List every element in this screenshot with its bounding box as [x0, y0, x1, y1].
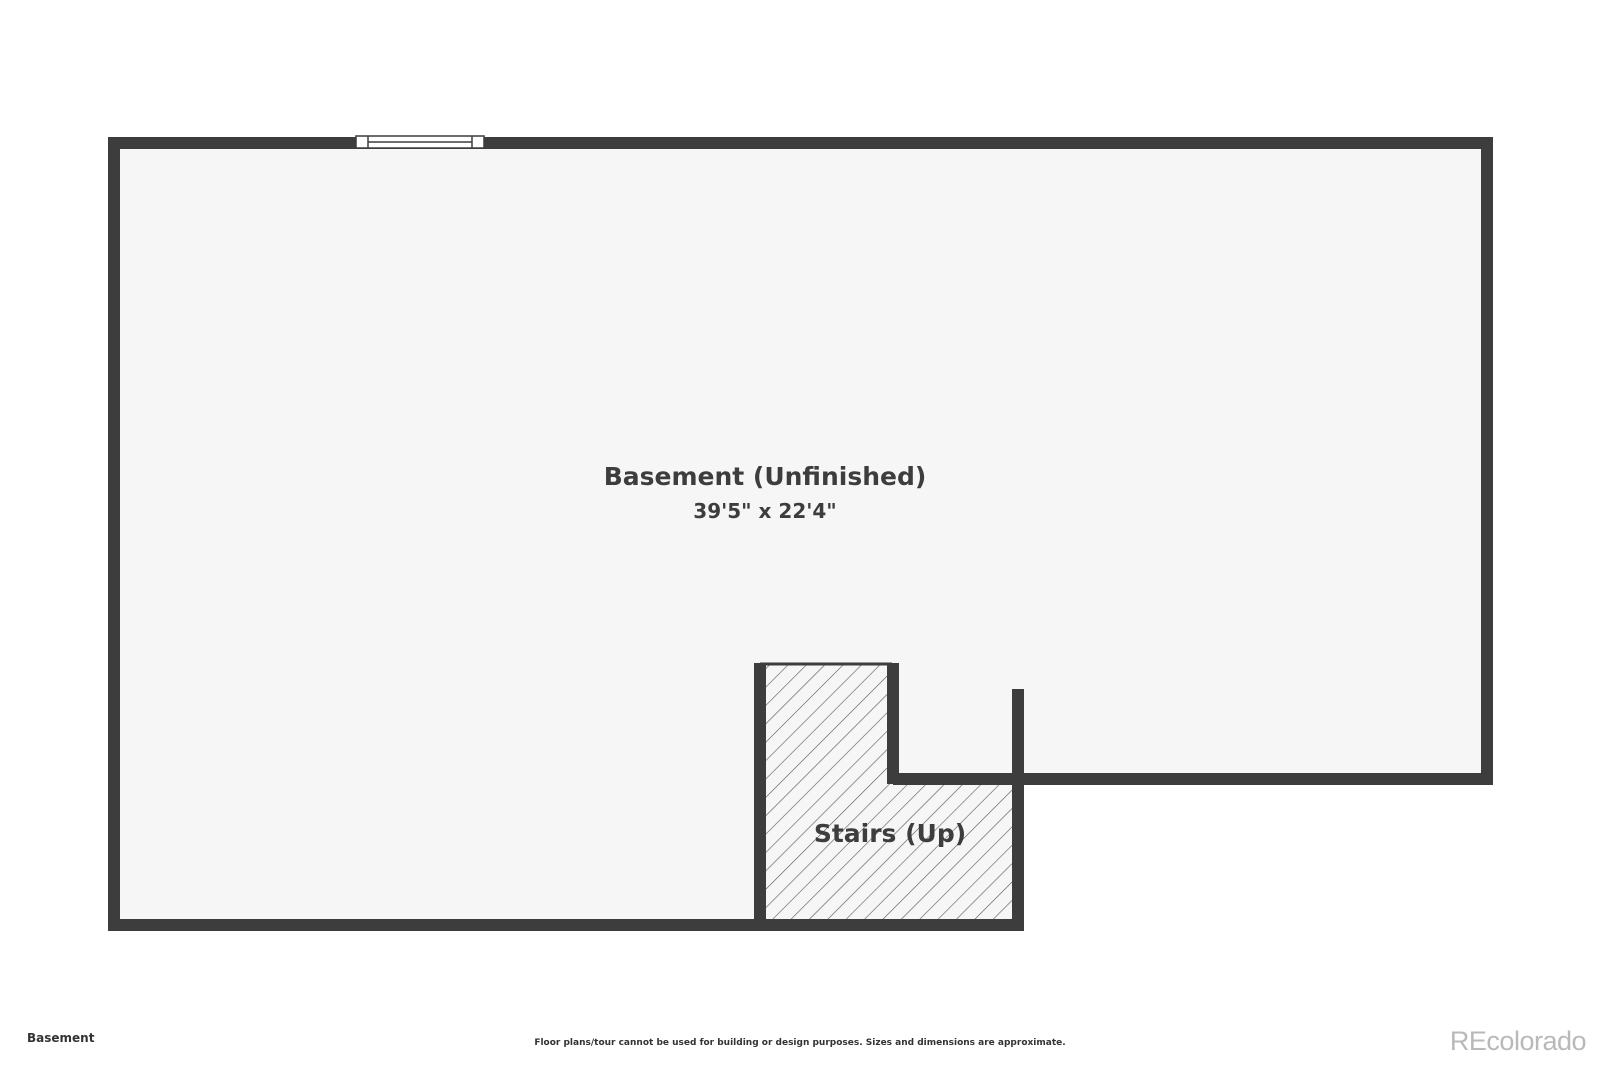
window [355, 135, 485, 149]
brand-logo: REcolorado [1449, 1026, 1587, 1056]
basement-room-dimensions: 39'5" x 22'4" [693, 499, 837, 523]
stairs-area [762, 663, 1012, 925]
disclaimer-text: Floor plans/tour cannot be used for buil… [534, 1038, 1066, 1048]
basement-floor [114, 143, 1487, 925]
floor-name-label: Basement [27, 1031, 95, 1045]
basement-room-name: Basement (Unfinished) [603, 462, 927, 491]
stairs-room-name: Stairs (Up) [813, 819, 967, 848]
